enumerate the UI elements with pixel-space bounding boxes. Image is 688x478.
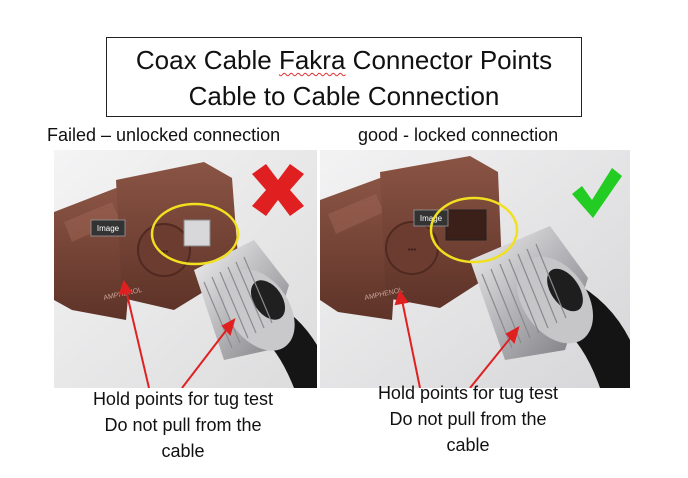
title-line-1-pre: Coax Cable: [135, 45, 279, 75]
green-check-icon: [572, 168, 622, 218]
title-line-1: Coax Cable Fakra Connector Points: [107, 42, 581, 78]
left-hold-line-1: Hold points for tug test: [92, 389, 274, 409]
title-fakra-word: Fakra: [278, 45, 346, 75]
locked-connector-photo: ▪▪▪ AMPHENOL Image: [320, 150, 630, 388]
right-hold-line-1: Hold points for tug test: [377, 383, 559, 403]
left-hold-line-2: Do not pull from the: [104, 415, 262, 435]
left-image-tag: Image: [97, 224, 120, 233]
right-hold-instructions: Hold points for tug test Do not pull fro…: [343, 380, 593, 458]
left-highlight-ellipse: [150, 202, 240, 266]
title-line-1-post: Connector Points: [345, 45, 553, 75]
right-caption: good - locked connection: [358, 125, 559, 145]
right-highlight-ellipse: [429, 196, 519, 264]
unlocked-connector-photo: ▪▪▪ AMPHENOL Image: [54, 150, 317, 388]
svg-text:▪▪▪: ▪▪▪: [160, 247, 169, 256]
right-hold-arrows: [394, 289, 520, 388]
svg-text:▪▪▪: ▪▪▪: [408, 245, 417, 254]
right-hold-line-2: Do not pull from the: [389, 409, 547, 429]
title-box: Coax Cable Fakra Connector Points Cable …: [106, 37, 582, 117]
left-caption: Failed – unlocked connection: [47, 125, 281, 145]
left-hold-arrows: [118, 279, 236, 388]
right-image-tag: Image: [420, 214, 443, 223]
title-line-2: Cable to Cable Connection: [188, 81, 500, 111]
red-x-icon: [252, 164, 304, 216]
left-hold-line-3: cable: [161, 441, 205, 461]
left-hold-instructions: Hold points for tug test Do not pull fro…: [58, 386, 308, 464]
right-hold-line-3: cable: [446, 435, 490, 455]
